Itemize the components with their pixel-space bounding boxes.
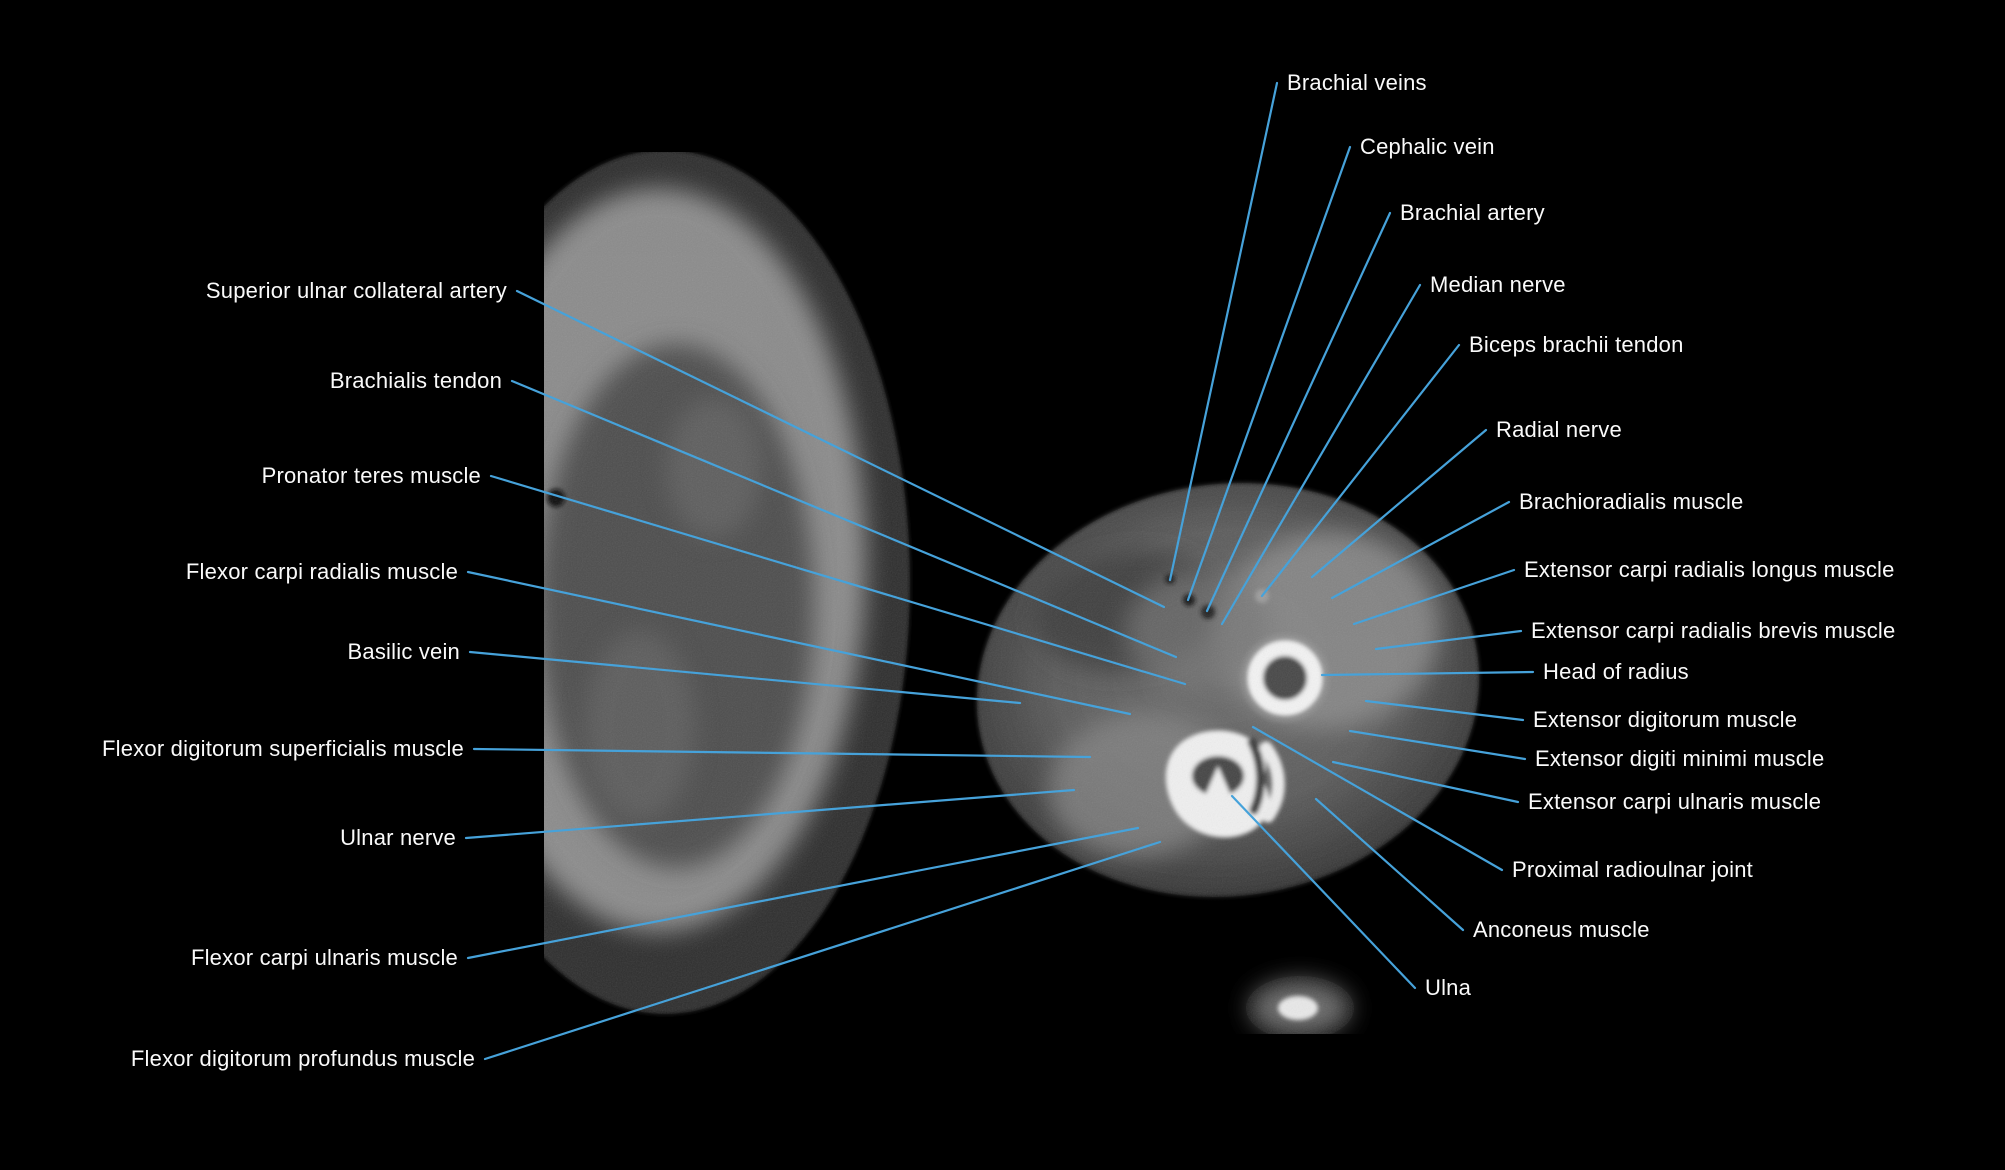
ct-scan-image (0, 0, 2005, 1170)
background (0, 0, 2005, 1170)
